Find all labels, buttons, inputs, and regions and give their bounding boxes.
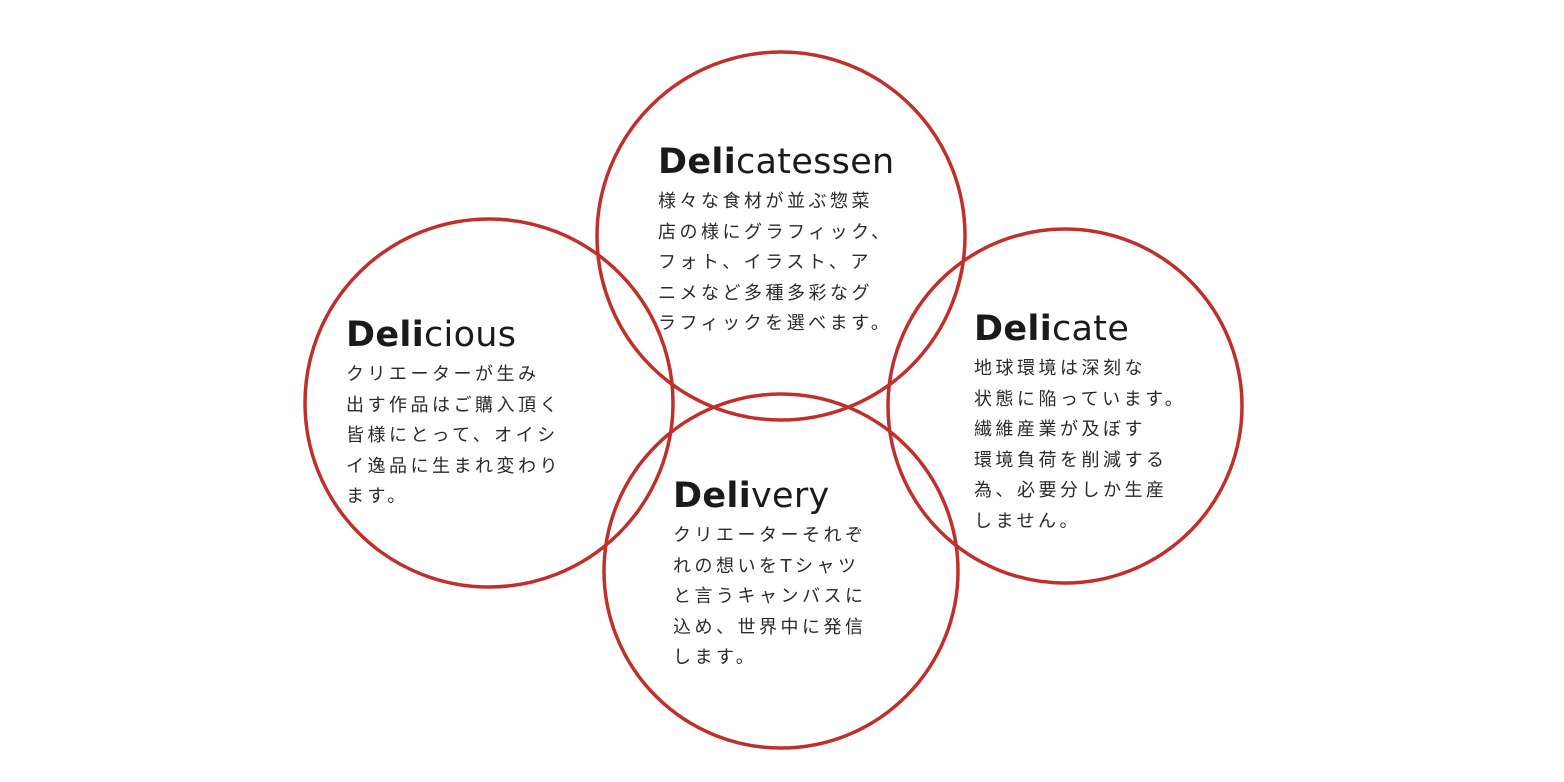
delicious-line: 出す作品はご購入頂く xyxy=(346,394,561,416)
delivery-block: Delivery クリエーターそれぞ れの想いをTシャツ と言うキャンバスに 込… xyxy=(673,477,867,674)
delicatessen-heading-bold: Deli xyxy=(658,142,736,182)
delicate-line: 環境負荷を削減する xyxy=(974,449,1168,471)
delivery-line: 込め、世界中に発信 xyxy=(673,616,867,638)
delicious-line: イ逸品に生まれ変わり xyxy=(346,455,561,477)
delivery-heading: Delivery xyxy=(673,477,867,515)
delicatessen-line: 店の様にグラフィック、 xyxy=(658,221,893,243)
delicate-line: 状態に陥っています。 xyxy=(974,388,1187,410)
delicious-block: Delicious クリエーターが生み 出す作品はご購入頂く 皆様にとって、オイ… xyxy=(346,316,561,513)
delicatessen-block: Delicatessen 様々な食材が並ぶ惣菜 店の様にグラフィック、 フォト、… xyxy=(658,143,895,340)
delivery-line: クリエーターそれぞ xyxy=(673,525,867,546)
delicious-heading-rest: cious xyxy=(424,315,517,355)
delicate-heading-rest: cate xyxy=(1052,309,1130,349)
delicate-block: Delicate 地球環境は深刻な 状態に陥っています。 繊維産業が及ぼす 環境… xyxy=(974,310,1186,537)
delicious-heading-bold: Deli xyxy=(346,315,424,355)
delicate-line: 繊維産業が及ぼす xyxy=(974,419,1146,440)
delicious-line: クリエーターが生み xyxy=(346,364,540,385)
delicatessen-line: ニメなど多種多彩なグ xyxy=(658,282,873,304)
delivery-heading-bold: Deli xyxy=(673,476,751,516)
delicate-line: 地球環境は深刻な xyxy=(974,358,1146,379)
delivery-line: します。 xyxy=(673,647,758,668)
delicatessen-heading: Delicatessen xyxy=(658,143,895,181)
delicate-heading-bold: Deli xyxy=(974,309,1052,349)
delicatessen-line: 様々な食材が並ぶ惣菜 xyxy=(658,191,873,212)
delicious-line: 皆様にとって、オイシ xyxy=(346,425,559,446)
delicate-line: 為、必要分しか生産 xyxy=(974,480,1168,501)
delivery-line: れの想いをTシャツ xyxy=(673,555,860,577)
delicious-line: ます。 xyxy=(346,486,409,507)
delivery-line: と言うキャンバスに xyxy=(673,586,867,607)
delicatessen-heading-rest: catessen xyxy=(736,142,895,182)
delicatessen-line: フォト、イラスト、ア xyxy=(658,252,872,273)
delicatessen-line: ラフィックを選べます。 xyxy=(658,313,893,334)
delivery-heading-rest: very xyxy=(751,476,830,516)
delicate-heading: Delicate xyxy=(974,310,1186,348)
delicate-line: しません。 xyxy=(974,510,1081,532)
delicious-heading: Delicious xyxy=(346,316,561,354)
